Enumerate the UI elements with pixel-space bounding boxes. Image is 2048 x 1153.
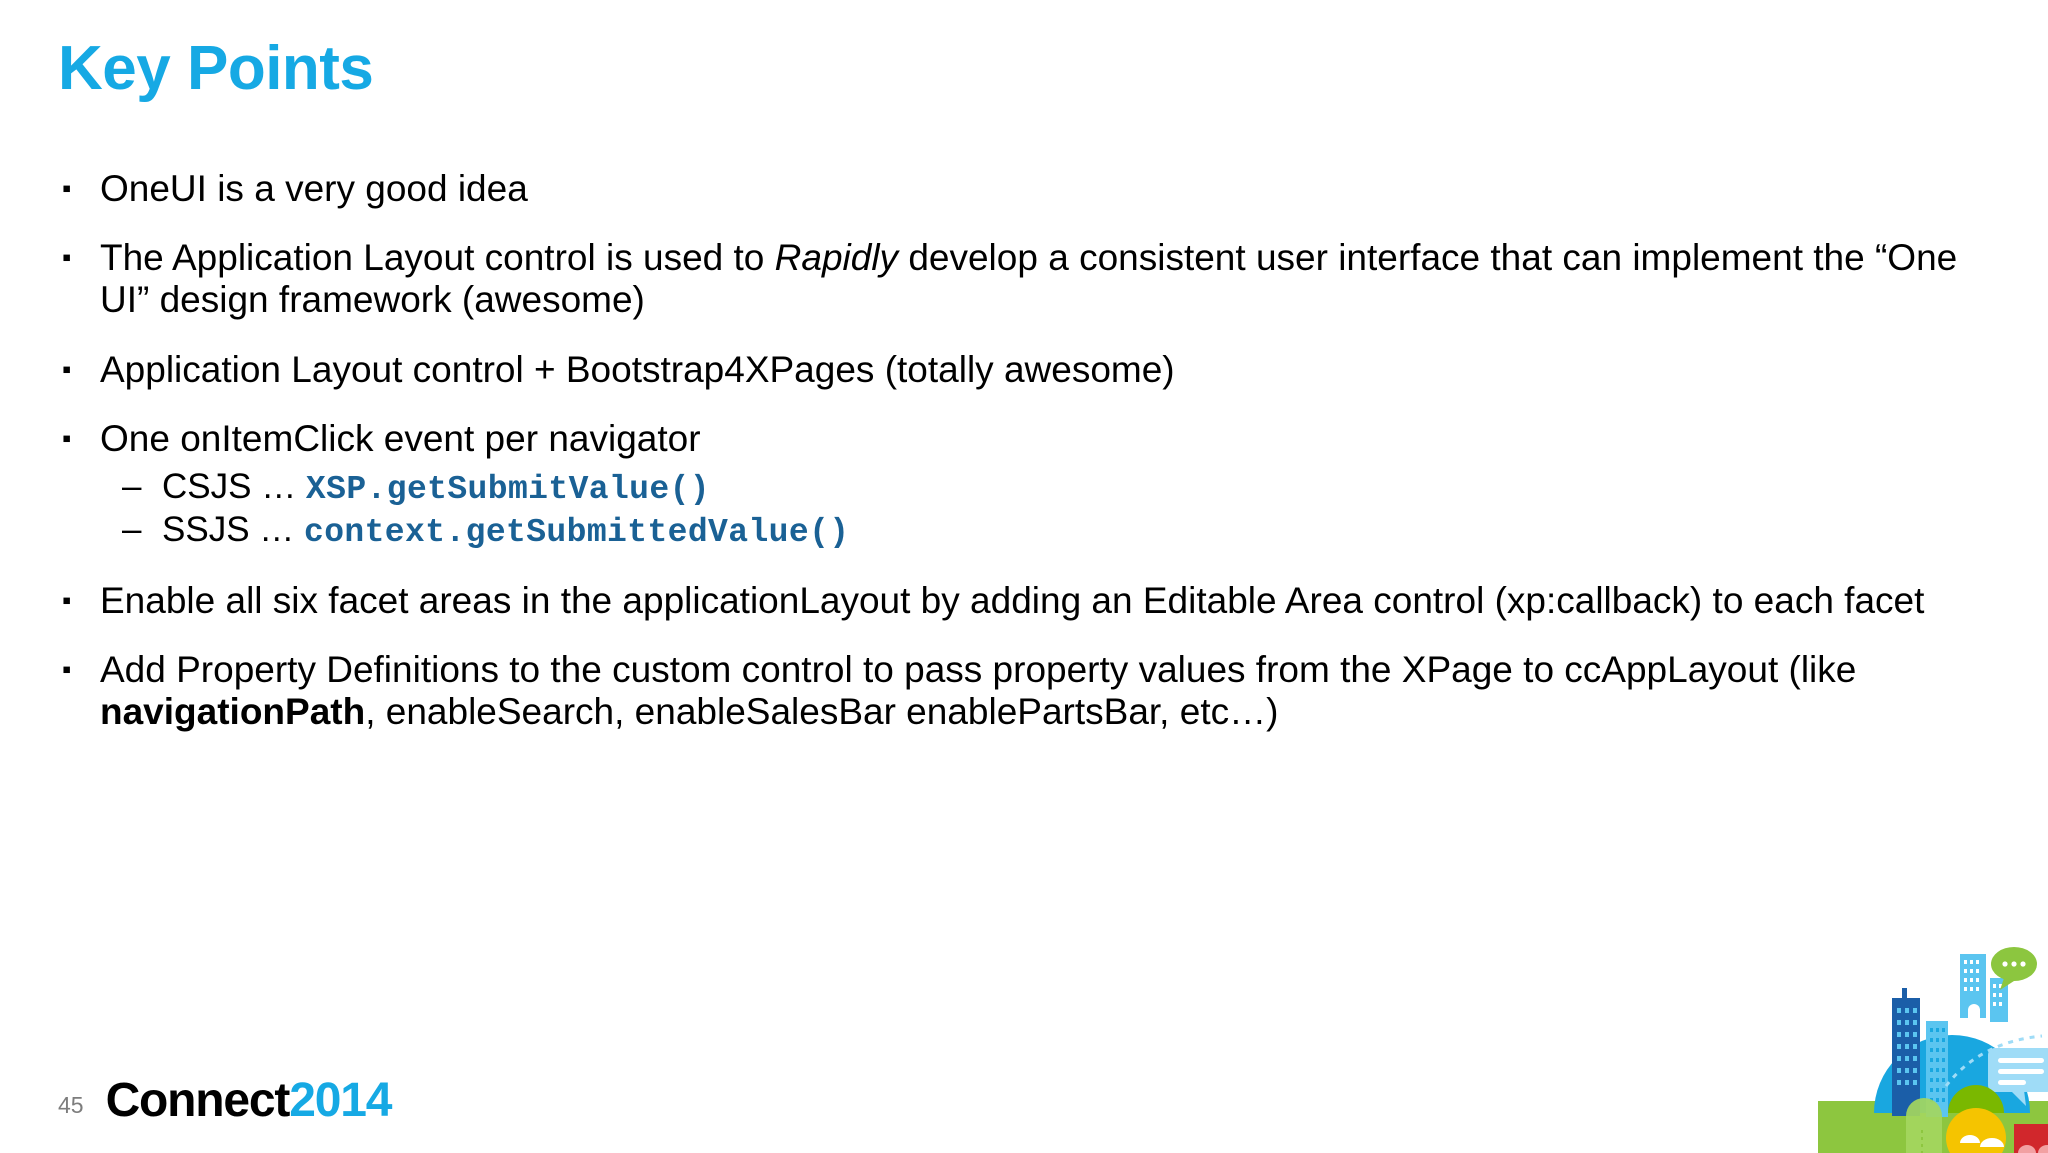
- bullet-item-enable-six-facets: ▪ Enable all six facet areas in the appl…: [58, 580, 1958, 622]
- dark-building-windows: [1897, 1008, 1917, 1085]
- bullet-text: One onItemClick event per navigator: [100, 417, 701, 459]
- sub-bullet-list: – CSJS … XSP.getSubmitValue() – SSJS … c…: [100, 466, 1958, 553]
- bullet-text: Enable all six facet areas in the applic…: [100, 580, 1925, 622]
- connection-arc: [1944, 1034, 2043, 1087]
- sub-bullet-item-csjs: – CSJS … XSP.getSubmitValue(): [100, 466, 1958, 510]
- code-snippet-ssjs: context.getSubmittedValue(): [303, 514, 850, 552]
- bullet-marker-icon: ▪: [62, 353, 72, 384]
- bullet-text: Add Property Definitions to the custom c…: [100, 649, 1856, 732]
- bullet-text: The Application Layout control is used t…: [100, 237, 1957, 320]
- bullet-text-pre: Add Property Definitions to the custom c…: [100, 649, 1857, 691]
- bullet-text: Application Layout control + Bootstrap4X…: [100, 348, 1175, 390]
- brand-year: 2014: [289, 1074, 392, 1127]
- small-tower: [1990, 978, 2008, 1022]
- bullet-item-onitemclick-event: ▪ One onItemClick event per navigator – …: [58, 418, 1958, 553]
- dark-building: [1892, 998, 1920, 1116]
- bottom-shapes: [1906, 1085, 2048, 1153]
- bullet-list: ▪ OneUI is a very good idea ▪ The Applic…: [58, 168, 1958, 761]
- bullet-marker-icon: ▪: [62, 173, 72, 203]
- bullet-marker-icon: ▪: [62, 422, 72, 453]
- bullet-item-bootstrap4xpages: ▪ Application Layout control + Bootstrap…: [58, 349, 1958, 391]
- bullet-text-strong: navigationPath: [100, 691, 366, 733]
- sub-bullet-marker-icon: –: [122, 466, 142, 506]
- tower-windows: [1964, 960, 1979, 991]
- ground-band: [1818, 1101, 2048, 1153]
- bullet-marker-icon: ▪: [62, 654, 72, 685]
- bullet-marker-icon: ▪: [62, 242, 72, 273]
- light-building-windows: [1930, 1028, 1945, 1102]
- slide-number: 45: [58, 1092, 84, 1118]
- brand-name: Connect: [105, 1074, 291, 1127]
- bullet-text-post: develop a consistent user interface that…: [100, 237, 1958, 321]
- bullet-item-application-layout-control: ▪ The Application Layout control is used…: [58, 237, 1958, 321]
- tower-building: [1960, 954, 1986, 1018]
- small-tower-windows: [1993, 984, 2002, 1006]
- connect-2014-logo: Connect2014: [105, 1074, 393, 1127]
- sub-bullet-label: CSJS …: [162, 466, 306, 506]
- bullet-marker-icon: ▪: [62, 585, 72, 616]
- sub-bullet-item-ssjs: – SSJS … context.getSubmittedValue(): [100, 509, 1958, 553]
- sub-bullet-marker-icon: –: [122, 510, 142, 550]
- speech-bubble-light-icon: [1988, 1048, 2048, 1106]
- bullet-item-property-definitions: ▪ Add Property Definitions to the custom…: [58, 649, 1958, 733]
- page-title: Key Points: [58, 34, 374, 103]
- smarter-city-illustration-icon: [1818, 947, 2048, 1153]
- bullet-text-post: , enableSearch, enableSalesBar enablePar…: [365, 691, 1279, 733]
- tower-arch: [1968, 1004, 1980, 1018]
- speech-bubble-green-icon: [1991, 947, 2037, 990]
- building-antenna: [1902, 988, 1907, 1000]
- bullet-text-emphasis: Rapidly: [774, 237, 899, 279]
- code-snippet-csjs: XSP.getSubmitValue(): [305, 470, 710, 508]
- bullet-item-oneui-good-idea: ▪ OneUI is a very good idea: [58, 168, 1958, 210]
- dome-shape: [1874, 1035, 2030, 1113]
- slide-footer: 45 Connect2014: [58, 1074, 393, 1127]
- light-building: [1926, 1021, 1948, 1117]
- bullet-text: OneUI is a very good idea: [100, 168, 528, 209]
- sub-bullet-label: SSJS …: [162, 510, 304, 550]
- bullet-text-pre: The Application Layout control is used t…: [100, 237, 775, 279]
